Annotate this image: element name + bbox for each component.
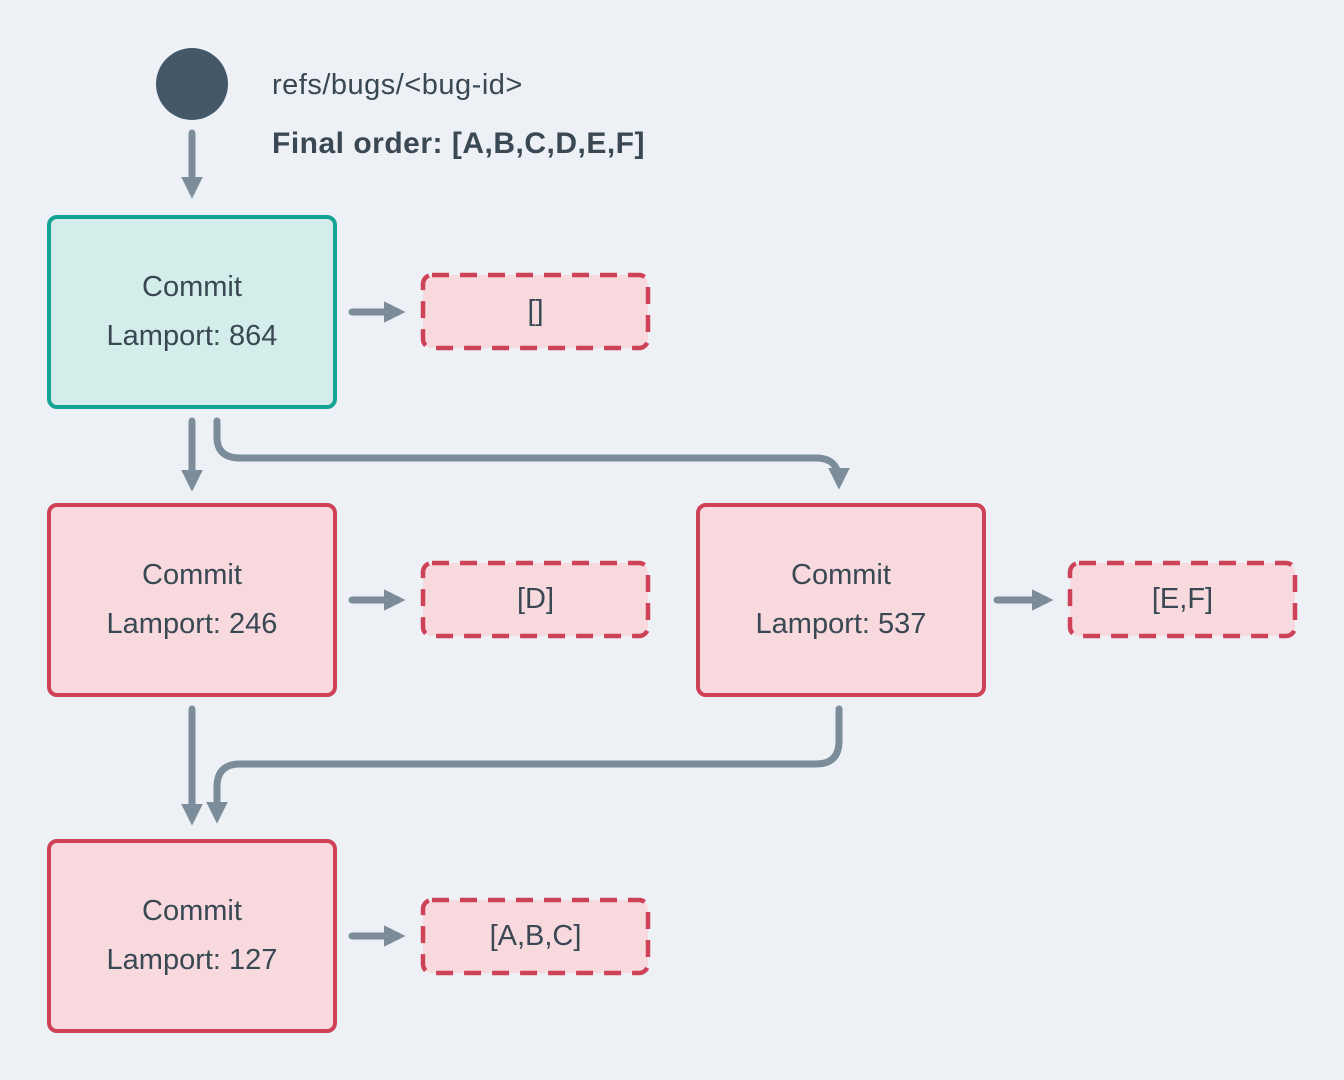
commit-title: Commit [791, 559, 891, 591]
commit-node-864: Commit Lamport: 864 [47, 215, 337, 409]
branch-ref-node-icon [156, 48, 228, 120]
branch-ref-label: refs/bugs/<bug-id> [272, 69, 523, 101]
commit-lamport-clock: Lamport: 864 [106, 320, 278, 352]
edge-right-commit-to-merge [206, 705, 843, 824]
ops-box-right [1067, 560, 1298, 639]
commit-lamport-clock: Lamport: 127 [106, 944, 278, 976]
ops-box-left [420, 560, 651, 639]
commit-lamport-clock: Lamport: 537 [755, 608, 927, 640]
ops-list-left: [D] [516, 583, 555, 615]
ops-list-root: [] [527, 295, 544, 327]
ops-list-merge: [A,B,C] [489, 920, 582, 952]
commit-lamport-clock: Lamport: 246 [106, 608, 278, 640]
commit-title: Commit [142, 559, 242, 591]
commit-title: Commit [142, 895, 242, 927]
edge-root-to-right-commit [213, 417, 850, 490]
final-order-label: Final order: [A,B,C,D,E,F] [272, 127, 645, 160]
commit-node-537: Commit Lamport: 537 [696, 503, 986, 697]
ops-box-root [420, 272, 651, 351]
commit-node-127: Commit Lamport: 127 [47, 839, 337, 1033]
ops-box-merge [420, 897, 651, 976]
commit-title: Commit [142, 271, 242, 303]
ops-list-right: [E,F] [1151, 583, 1214, 615]
commit-node-246: Commit Lamport: 246 [47, 503, 337, 697]
